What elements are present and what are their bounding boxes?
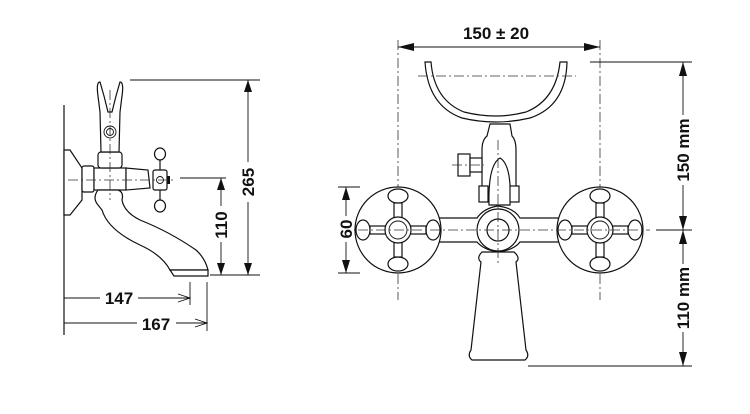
dim-147-label: 147 bbox=[105, 289, 133, 308]
arrow-up bbox=[679, 230, 687, 244]
arrow-right bbox=[584, 43, 600, 51]
handle-hub-inner bbox=[590, 220, 610, 240]
label-bg bbox=[672, 115, 692, 185]
dim-167-label: 167 bbox=[142, 315, 170, 334]
spout-tip bbox=[168, 269, 209, 277]
dim-150mm-label: 150 mm bbox=[674, 118, 693, 181]
front-view: 150 ± 20 bbox=[334, 24, 693, 367]
dim-265-label: 265 bbox=[239, 168, 258, 196]
label-bg bbox=[213, 206, 229, 242]
arrow-left bbox=[398, 43, 414, 51]
arrow-up bbox=[679, 62, 687, 76]
knob bbox=[387, 188, 409, 204]
arrow-down bbox=[679, 352, 687, 366]
side-view: 265 110 147 167 bbox=[63, 79, 260, 335]
label-bg bbox=[672, 264, 692, 332]
arrow-up bbox=[217, 178, 225, 190]
wall-flange bbox=[63, 149, 83, 216]
dim-110-label: 110 bbox=[212, 211, 231, 238]
arrow-down bbox=[244, 263, 252, 275]
label-bg bbox=[334, 216, 354, 242]
valve-bonnet bbox=[125, 167, 151, 191]
dim-110mm-label: 110 mm bbox=[674, 267, 693, 329]
label-bg bbox=[240, 162, 256, 202]
arrow-down bbox=[217, 263, 225, 275]
knob bbox=[589, 256, 611, 272]
arrow-down bbox=[342, 260, 350, 273]
dim-150-20-label: 150 ± 20 bbox=[463, 24, 529, 43]
spout bbox=[94, 189, 209, 271]
arrow-right bbox=[194, 318, 209, 328]
knob bbox=[589, 188, 611, 204]
handle-knob-top bbox=[153, 147, 167, 161]
arrow-right bbox=[177, 293, 192, 303]
union-nut bbox=[81, 165, 95, 193]
handle-cap bbox=[167, 176, 170, 184]
shower-hook-u bbox=[424, 61, 568, 123]
arrow-up bbox=[342, 187, 350, 200]
arrow-down bbox=[679, 216, 687, 230]
knob bbox=[387, 256, 409, 272]
spout-front bbox=[468, 251, 529, 361]
handle-knob-bottom bbox=[153, 199, 167, 213]
arrow-up bbox=[244, 80, 252, 92]
collar-left bbox=[478, 185, 489, 203]
dim-60-label: 60 bbox=[337, 220, 356, 239]
collar-right bbox=[509, 185, 520, 203]
